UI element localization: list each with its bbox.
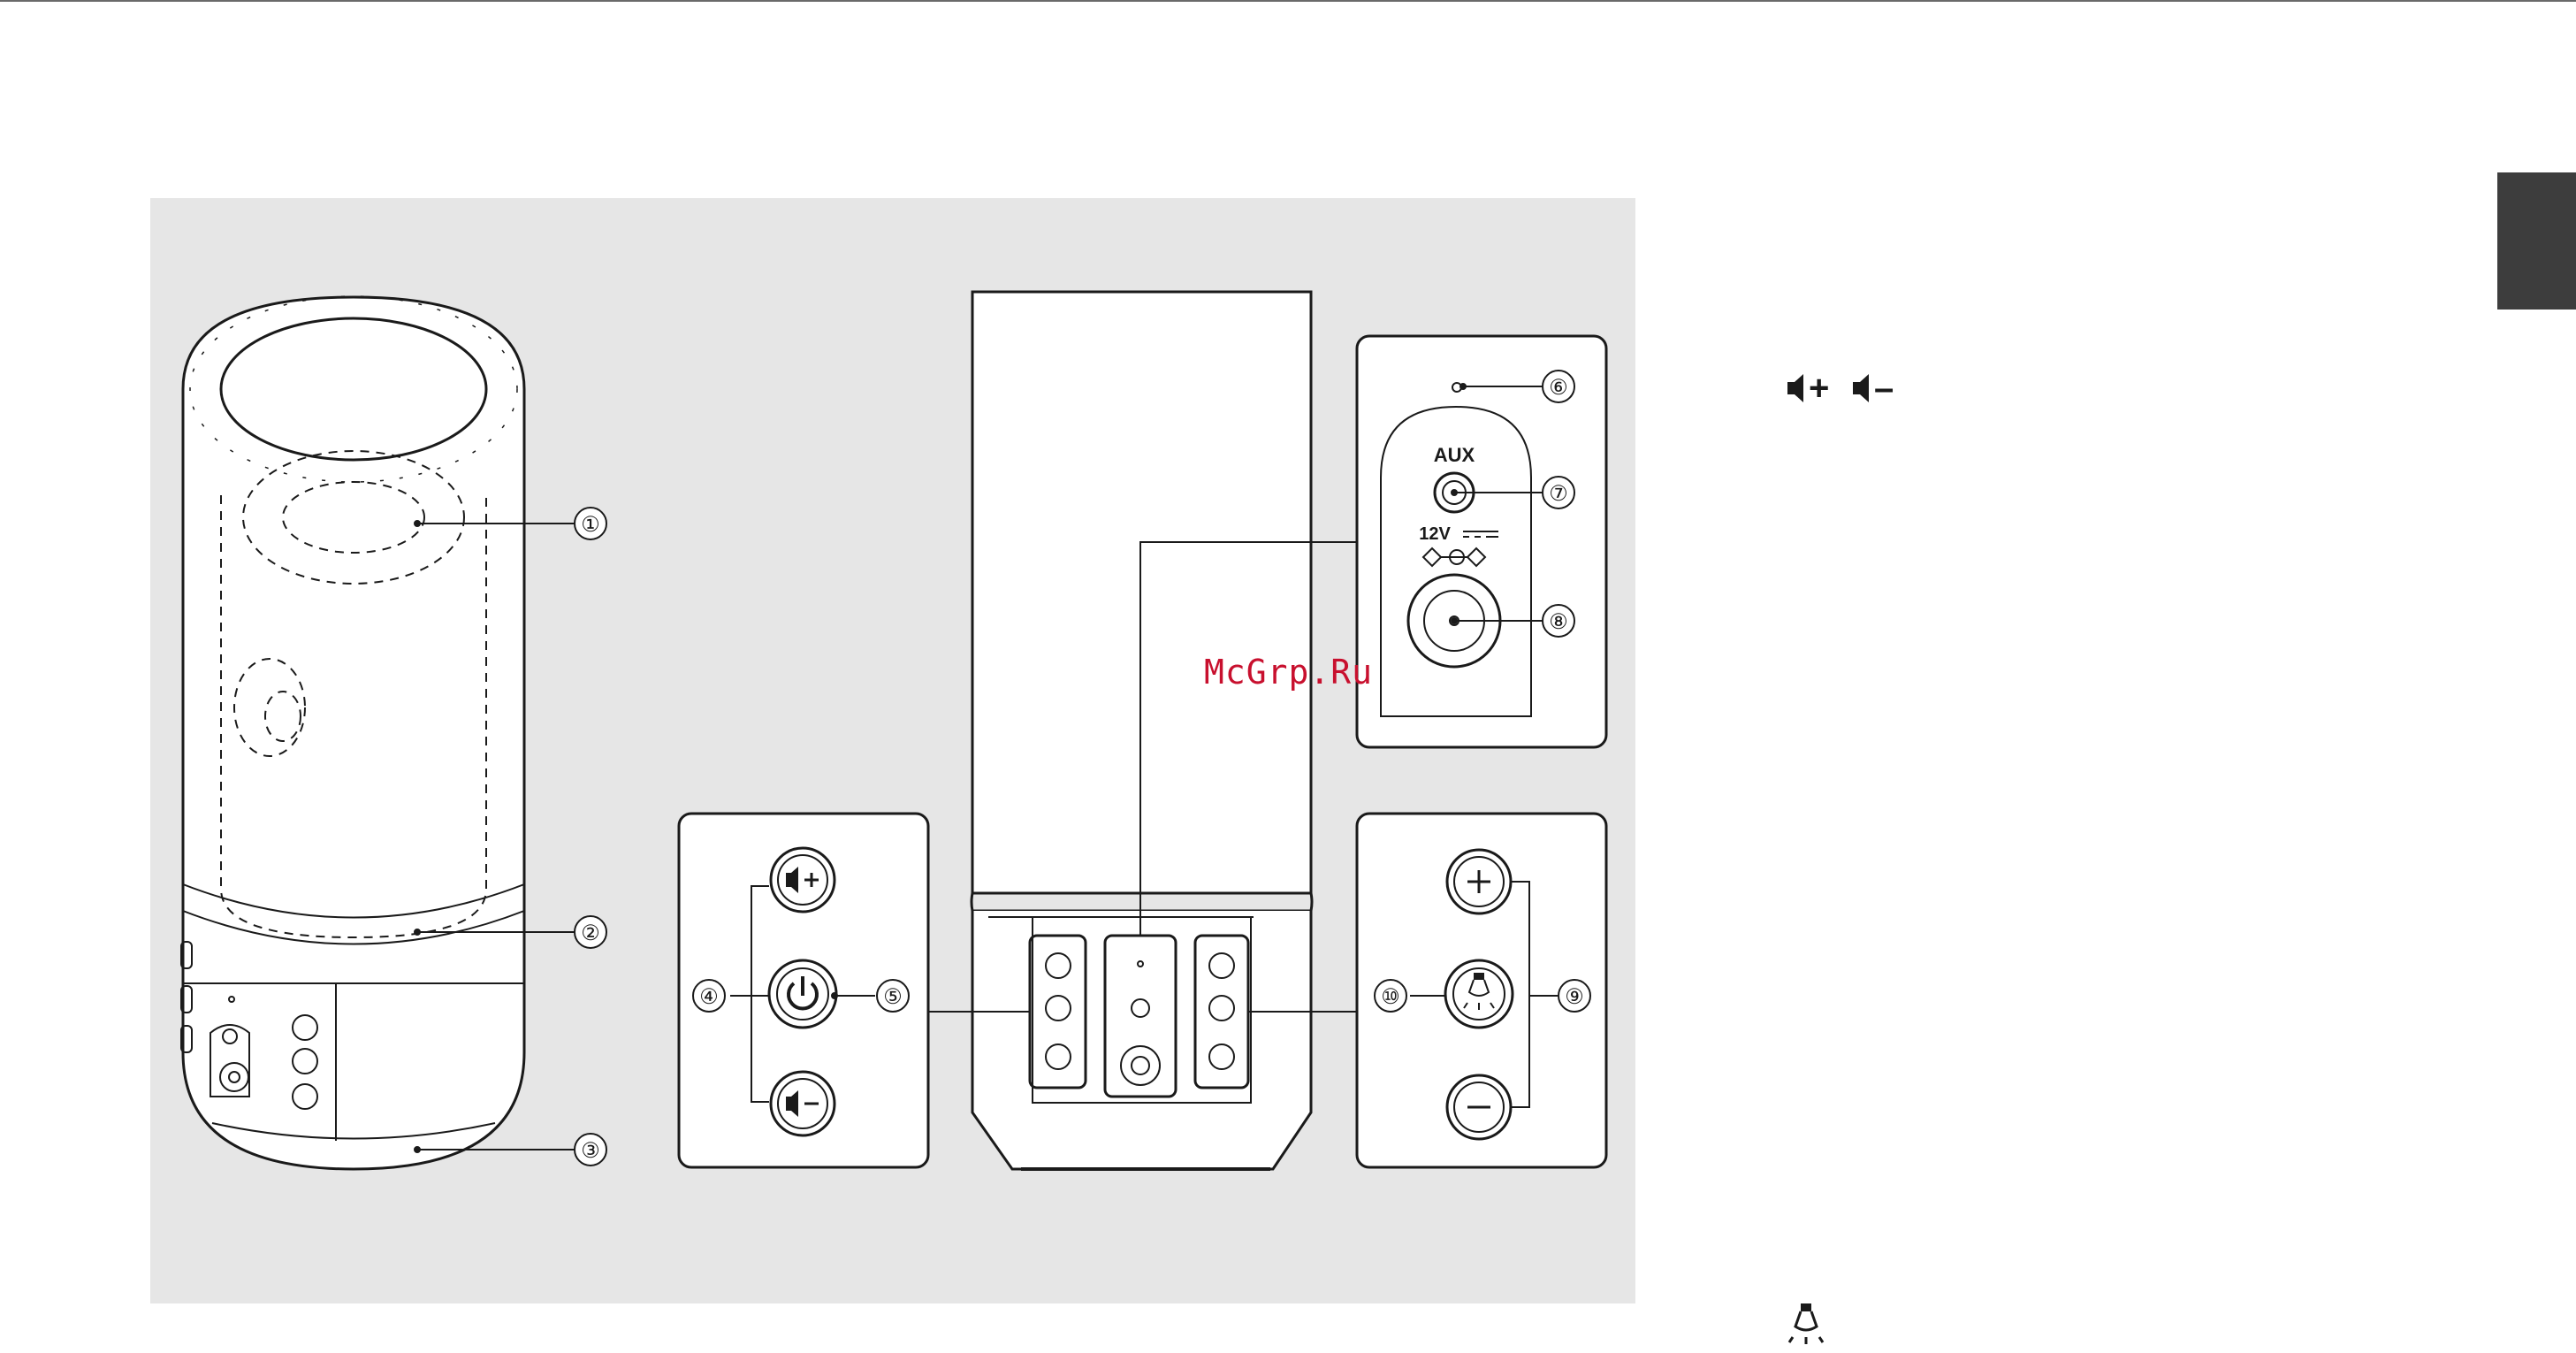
callout-5: ⑤ — [883, 985, 903, 1009]
callout-2: ② — [581, 921, 600, 945]
dc-in-label: 12V — [1419, 524, 1451, 544]
watermark: McGrp.Ru — [1204, 653, 1373, 692]
volume-up-symbol: + — [1809, 370, 1829, 407]
callout-7: ⑦ — [1549, 482, 1568, 506]
callout-6: ⑥ — [1549, 376, 1568, 400]
callout-4: ④ — [699, 985, 719, 1009]
aux-label: AUX — [1434, 444, 1475, 466]
callout-9: ⑨ — [1565, 985, 1584, 1009]
callout-10: ⑩ — [1381, 985, 1400, 1009]
speaker-rear-view — [972, 292, 1312, 1169]
callout-8: ⑧ — [1549, 610, 1568, 634]
speaker-front-view — [181, 296, 524, 1169]
volume-down-symbol: – — [1874, 370, 1894, 407]
callout-1: ① — [581, 513, 600, 537]
callout-3: ③ — [581, 1139, 600, 1163]
light-bulb-icon — [1784, 1300, 1828, 1349]
volume-legend: + – — [1784, 370, 1908, 407]
